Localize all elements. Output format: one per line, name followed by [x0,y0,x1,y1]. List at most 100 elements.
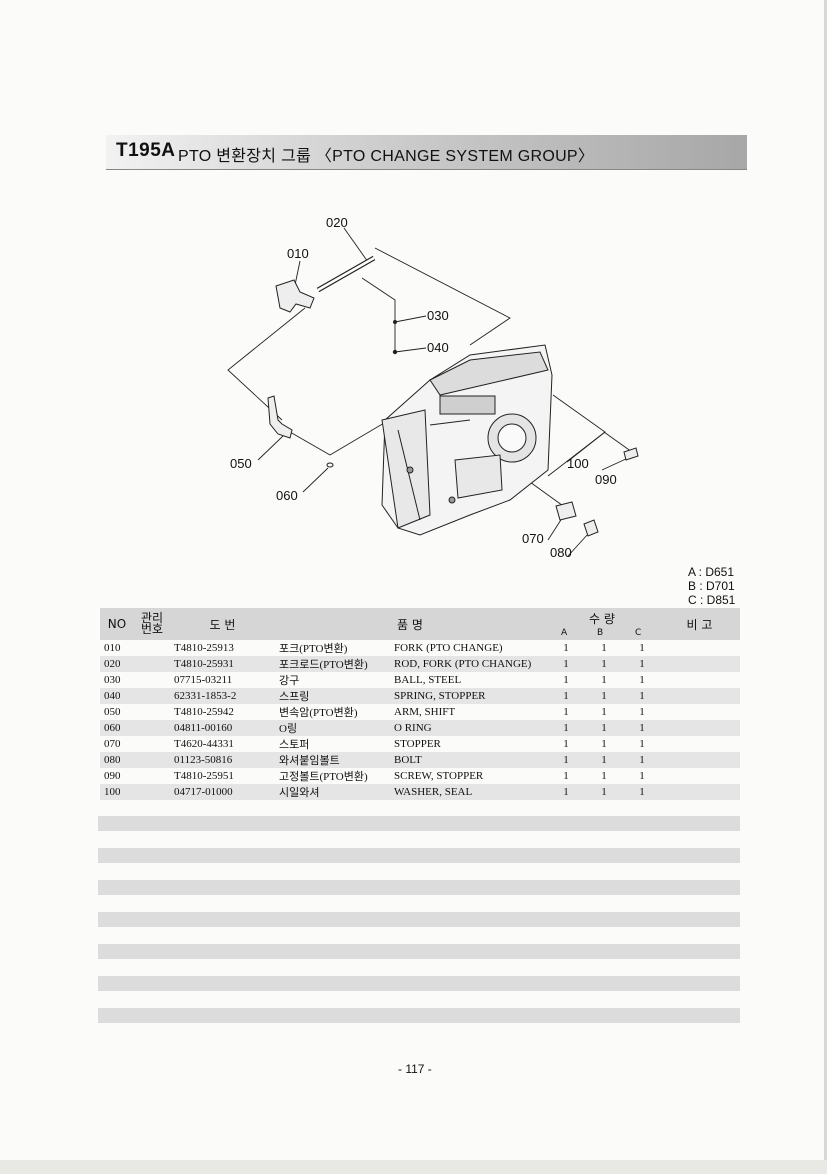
callout-label: 070 [522,531,544,546]
fork-part [275,279,315,313]
part-number: T4810-25951 [174,770,234,782]
mgmt-number [134,656,170,672]
qty-c: 1 [639,770,645,782]
part-number: 04717-01000 [170,784,275,800]
part-name-korean: O링 [275,720,390,736]
part-name-korean: 시일와셔 [275,784,390,800]
qty-c: 1 [621,752,659,768]
remarks [659,752,740,768]
qty-a: 1 [545,720,583,736]
part-name-korean: 포크(PTO변환) [279,643,348,655]
part-name-english: WASHER, SEAL [390,784,545,800]
part-name-english: ROD, FORK (PTO CHANGE) [390,656,545,672]
stopper-part [555,501,577,521]
o-ring-part [326,462,334,468]
part-ref-number: 050 [104,706,121,718]
qty-b: 1 [583,752,621,768]
part-name-english: SCREW, STOPPER [394,770,484,782]
mgmt-number [134,752,170,768]
part-number: 04811-00160 [170,720,275,736]
qty-c: 1 [639,642,645,654]
empty-table-band [98,848,740,863]
part-ref-number: 070 [104,738,121,750]
col-mgmt-no-header: 관리 번호 [134,608,170,640]
screw-stopper-part [623,447,639,461]
col-no-header: NO [100,608,134,640]
callout-label: 080 [550,545,572,560]
part-ref-number: 030 [104,674,121,686]
part-name-english: ARM, SHIFT [394,706,456,718]
fork-rod-part [316,255,376,293]
qty-b: 1 [601,770,607,782]
remarks [659,704,740,720]
part-ref-number: 060 [100,720,134,736]
part-ref-number: 090 [104,770,121,782]
qty-b: 1 [601,642,607,654]
qty-c: 1 [639,706,645,718]
part-name-english: SPRING, STOPPER [390,688,545,704]
qty-b: 1 [583,656,621,672]
section-code: T195A [116,140,176,161]
qty-b: 1 [601,706,607,718]
bolt-part [583,519,599,537]
remarks [659,784,740,800]
col-part-name-header: 품 명 [275,608,545,640]
empty-table-band [98,1008,740,1023]
col-quantity-header: 수 량 A B C [545,608,659,640]
qty-b: 1 [601,674,607,686]
mgmt-number [134,784,170,800]
part-number: 07715-03211 [174,674,233,686]
mgmt-number [134,672,170,688]
qty-a: 1 [545,784,583,800]
empty-table-band [98,944,740,959]
part-ref-number: 100 [100,784,134,800]
section-title-bar: T195A PTO 변환장치 그룹 〈PTO CHANGE SYSTEM GRO… [106,135,747,169]
part-number: T4810-25913 [174,642,234,654]
remarks [659,656,740,672]
qty-a: 1 [545,688,583,704]
col-remarks-header: 비 고 [659,608,740,640]
remarks [659,640,740,656]
model-legend: A : D651 B : D701 C : D851 [688,565,735,607]
table-row: 090 T4810-25951 고정볼트(PTO변환) SCREW, STOPPER 1… [100,768,740,784]
remarks [659,688,740,704]
qty-c-label: C [635,628,642,638]
callout-label: 030 [427,308,449,323]
model-legend-item: C : D851 [688,593,736,607]
part-name-english: STOPPER [394,738,441,750]
scan-bottom-strip [0,1160,827,1174]
part-name-korean: 강구 [279,675,300,687]
empty-table-band [98,816,740,831]
remarks [659,720,740,736]
qty-c: 1 [621,720,659,736]
table-header-row: NO 관리 번호 도 번 품 명 수 량 A B C 비 고 [100,608,740,640]
qty-a: 1 [563,770,569,782]
page-number: - 117 - [398,1062,432,1076]
empty-table-band [98,976,740,991]
qty-a: 1 [563,642,569,654]
part-ref-number: 040 [100,688,134,704]
part-name-korean: 고정볼트(PTO변환) [279,771,368,783]
qty-a: 1 [545,656,583,672]
part-number: 62331-1853-2 [170,688,275,704]
quantity-label: 수 량 [589,612,615,626]
mgmt-number [134,736,170,752]
qty-a: 1 [563,706,569,718]
model-legend-item: B : D701 [688,579,735,593]
part-number: 01123-50816 [170,752,275,768]
shift-arm-part [267,395,293,439]
qty-c: 1 [621,656,659,672]
leader-lines [227,227,633,557]
qty-b: 1 [583,688,621,704]
callout-label: 020 [326,215,348,230]
empty-table-band [98,880,740,895]
part-ref-number: 010 [104,642,121,654]
part-name-korean: 스프링 [275,688,390,704]
